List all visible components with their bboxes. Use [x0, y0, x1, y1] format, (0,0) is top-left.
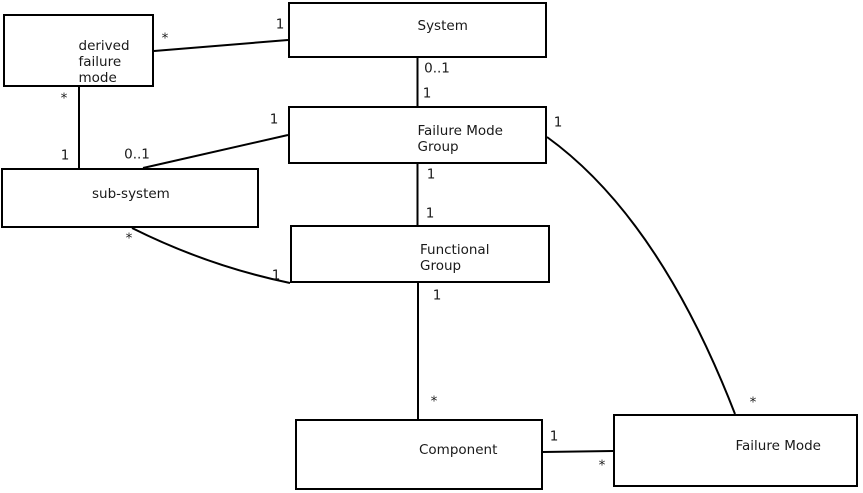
- entity-label: sub-system: [92, 185, 170, 202]
- entity-label: Failure Mode: [735, 438, 822, 454]
- entity-label: Functional Group: [420, 241, 490, 274]
- entity-derived-failure-mode: derived failure mode: [3, 14, 154, 87]
- multiplicity-failure-mode-group-end: 1: [426, 166, 436, 183]
- multiplicity-sub-system-end: 0..1: [124, 146, 150, 163]
- connector-failure-mode-group-to-failure-mode: [546, 136, 736, 415]
- entity-system: System: [288, 2, 547, 58]
- connector-derived-failure-mode-to-system: [153, 39, 289, 52]
- entity-label: Component: [419, 442, 498, 458]
- multiplicity-failure-mode-end: *: [598, 457, 606, 474]
- multiplicity-sub-system-end: *: [125, 230, 133, 247]
- entity-functional-group: Functional Group: [290, 225, 550, 283]
- entity-label: derived failure mode: [78, 38, 130, 86]
- multiplicity-component-end: *: [430, 393, 438, 410]
- connector-component-to-failure-mode: [542, 450, 614, 453]
- multiplicity-failure-mode-group-end: 1: [422, 85, 432, 102]
- multiplicity-system-end: 0..1: [424, 60, 450, 77]
- multiplicity-component-end: 1: [549, 428, 559, 445]
- multiplicity-functional-group-end: 1: [271, 267, 281, 284]
- connector-sub-system-to-functional-group: [131, 227, 291, 284]
- multiplicity-functional-group-end: 1: [425, 205, 435, 222]
- entity-failure-mode: Failure Mode: [613, 414, 858, 487]
- entity-sub-system: sub-system: [1, 168, 259, 228]
- multiplicity-derived-failure-mode-end: *: [60, 90, 68, 107]
- multiplicity-failure-mode-group-end: 1: [269, 111, 279, 128]
- entity-label: System: [417, 17, 468, 34]
- entity-failure-mode-group: Failure Mode Group: [288, 106, 547, 164]
- connector-sub-system-to-failure-mode-group: [142, 134, 289, 169]
- multiplicity-sub-system-end: 1: [60, 147, 70, 164]
- entity-component: Component: [295, 419, 543, 490]
- multiplicity-failure-mode-group-end: 1: [553, 114, 563, 131]
- multiplicity-derived-failure-mode-end: *: [161, 30, 169, 47]
- multiplicity-functional-group-end: 1: [432, 287, 442, 304]
- multiplicity-system-end: 1: [275, 16, 285, 33]
- multiplicity-failure-mode-end: *: [749, 394, 757, 411]
- entity-label: Failure Mode Group: [417, 122, 504, 155]
